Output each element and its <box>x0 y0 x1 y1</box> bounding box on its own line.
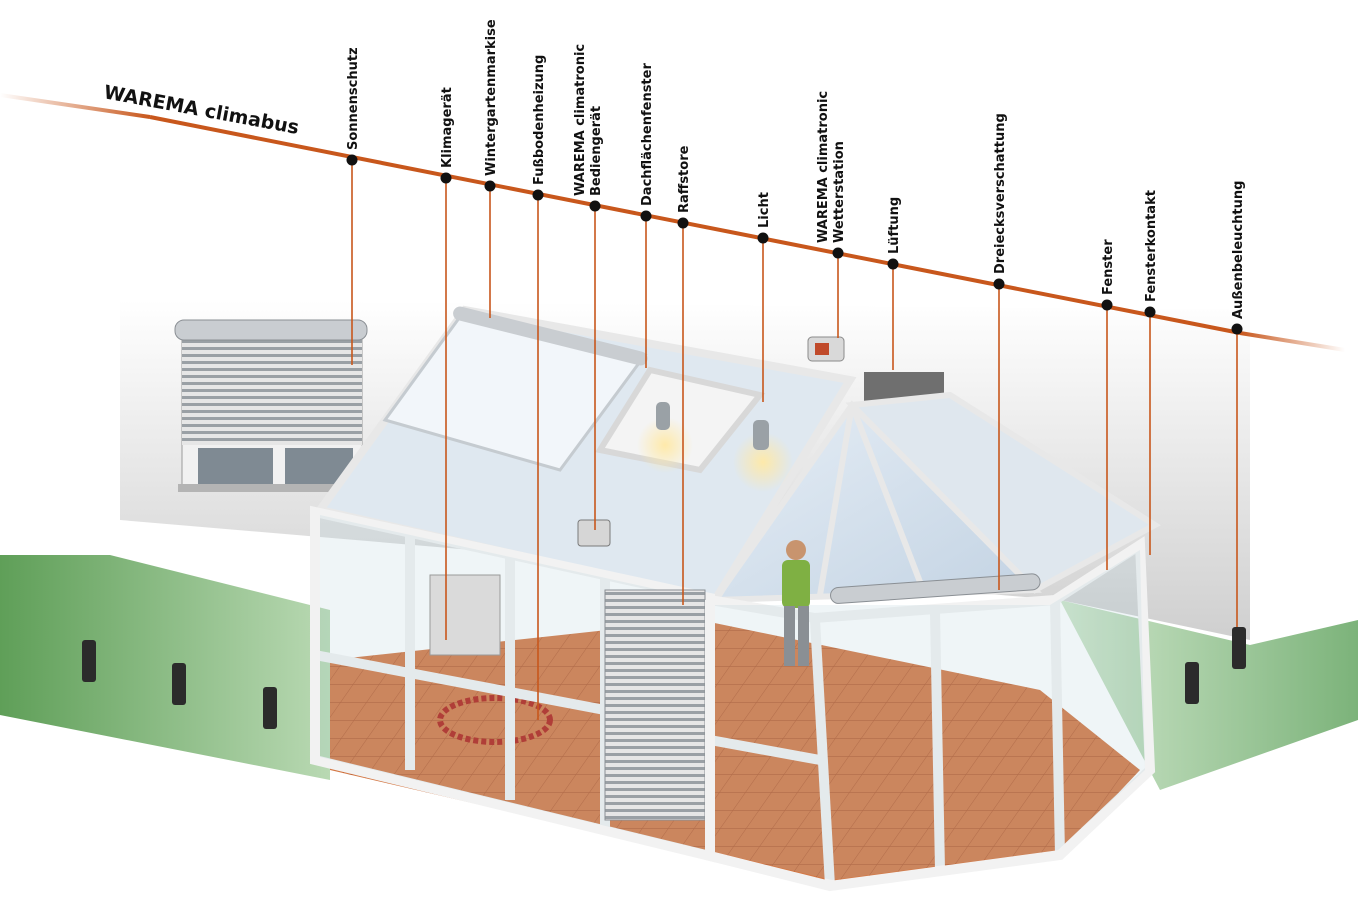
callout-label: Fensterkontakt <box>1144 190 1159 302</box>
spot-light-2 <box>753 420 769 450</box>
callout-lueftung: Lüftung <box>887 197 902 370</box>
callout-licht: Licht <box>757 192 772 402</box>
climabus-title: WAREMA climabus <box>102 81 301 139</box>
callout-aussenbeleuchtung: Außenbeleuchtung <box>1231 181 1246 627</box>
callout-label: Fenster <box>1101 239 1116 295</box>
bus-node-dot <box>440 172 452 184</box>
bus-node-dot <box>589 200 601 212</box>
bus-node-dot <box>887 258 899 270</box>
raffstore-blind <box>604 589 706 821</box>
weather-station <box>807 336 845 362</box>
callout-label: Dachflächenfenster <box>640 63 655 206</box>
bollard-lights <box>82 627 1246 729</box>
front-frame-right <box>705 536 1156 892</box>
callout-wintergartenmarkise: Wintergartenmarkise <box>484 19 499 318</box>
roller-shutter-window <box>174 319 368 492</box>
callout-fussbodenheizung: Fußbodenheizung <box>532 55 547 720</box>
callout-label: Wetterstation <box>832 141 847 243</box>
bus-node-dot <box>484 180 496 192</box>
callout-dreiecksverschattung: Dreiecksverschattung <box>993 113 1008 590</box>
callout-label: Klimagerät <box>440 87 455 168</box>
person <box>782 540 810 666</box>
callout-fensterkontakt: Fensterkontakt <box>1144 190 1159 555</box>
callout-label: Außenbeleuchtung <box>1231 181 1246 319</box>
callout-label: Bediengerät <box>589 106 604 196</box>
bus-node-dot <box>346 154 358 166</box>
bus-node-dot <box>1231 323 1243 335</box>
bus-node-dot <box>757 232 769 244</box>
bus-node-dot <box>1101 299 1113 311</box>
bus-node-dot <box>677 217 689 229</box>
bus-node-dot <box>640 210 652 222</box>
bus-node-dot <box>993 278 1005 290</box>
callout-fenster: Fenster <box>1101 239 1116 570</box>
callout-klimageraet: Klimagerät <box>440 87 455 640</box>
floor-heating-coil <box>437 695 553 745</box>
spot-light-1 <box>656 402 670 430</box>
bus-node-dot <box>532 189 544 201</box>
right-roof <box>845 391 1161 594</box>
callout-label: Lüftung <box>887 197 902 254</box>
bus-node-dot <box>832 247 844 259</box>
callout-label: Licht <box>757 192 772 228</box>
callouts: Sonnenschutz Klimagerät Wintergartenmarkis… <box>346 19 1246 720</box>
callout-label: WAREMA climatronic <box>573 44 588 196</box>
callout-label: Sonnenschutz <box>346 47 361 150</box>
callout-label: WAREMA climatronic <box>816 91 831 243</box>
air-conditioner <box>429 574 501 656</box>
callout-label: Fußbodenheizung <box>532 55 547 185</box>
bus-node-dot <box>1144 306 1156 318</box>
callout-raffstore: Raffstore <box>677 145 692 605</box>
lawn-left <box>0 555 330 780</box>
callout-label: Wintergartenmarkise <box>484 19 499 176</box>
lawn-right <box>1060 600 1358 790</box>
climabus-line <box>0 93 1346 352</box>
scene <box>0 300 1358 892</box>
callout-dachflaechenfenster: Dachflächenfenster <box>640 63 655 368</box>
callout-label: Dreiecksverschattung <box>993 113 1008 274</box>
triangle-shading-roller <box>830 573 1041 604</box>
callout-sonnenschutz: Sonnenschutz <box>346 47 361 365</box>
callout-label: Raffstore <box>677 145 692 213</box>
climatronic-control-unit <box>577 519 611 547</box>
